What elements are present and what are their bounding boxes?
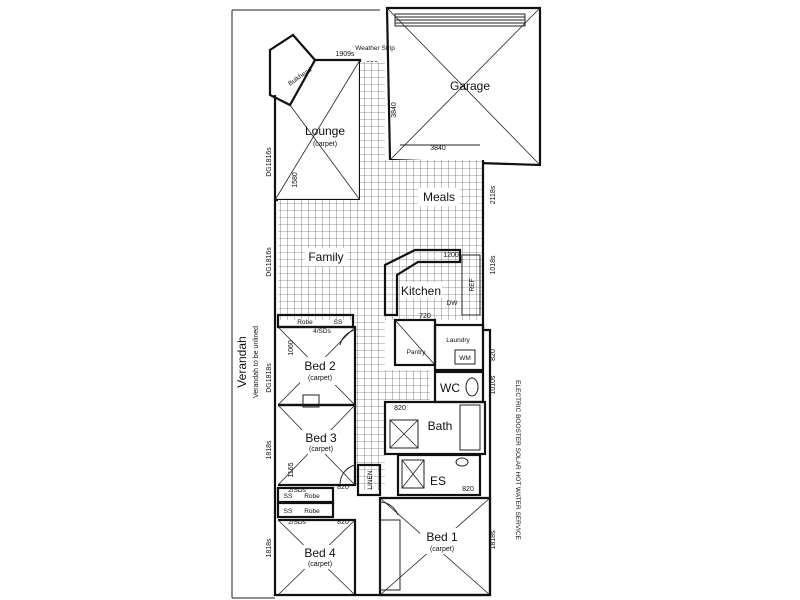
bed3-label: Bed 3 <box>305 431 337 445</box>
lounge-floor: (carpet) <box>313 141 337 148</box>
bed1-label: Bed 1 <box>426 530 458 544</box>
svg-text:SS: SS <box>284 508 293 515</box>
linen-cupboard: LINEN <box>356 463 382 497</box>
meals-label-bg <box>418 188 460 206</box>
solar-hws-note: ELECTRIC BOOSTER SOLAR HOT WATER SERVICE <box>514 380 521 540</box>
bed-1: Bed 1 (carpet) <box>378 496 492 597</box>
dim-720: 720 <box>419 313 431 320</box>
kitchen: Kitchen 1200 REF DW <box>383 248 481 317</box>
dg1816-a: DG1816s <box>266 147 273 177</box>
bed-2: Bed 2 (carpet) 1060 <box>277 325 357 407</box>
dg1818: DG1818s <box>266 363 273 393</box>
dishwasher-label: DW <box>447 300 459 307</box>
weather-strip: Weather Strip <box>355 45 395 52</box>
es-label: ES <box>430 474 446 488</box>
dim-820-east: 820 <box>490 349 497 361</box>
dim-1818-east: 1818s <box>490 530 497 550</box>
svg-text:Robe: Robe <box>297 319 313 326</box>
dim-1018: 1018s <box>490 255 497 275</box>
dg1816-b: DG1816s <box>266 247 273 277</box>
dim-820-bed3: 820 <box>337 484 349 491</box>
bed4-floor: (carpet) <box>308 561 332 568</box>
robe-bed4: SS Robe 2/SDs <box>276 501 335 526</box>
laundry-label: Laundry <box>446 337 470 344</box>
bath: Bath 820 <box>383 400 487 456</box>
svg-text:WM: WM <box>459 355 471 362</box>
pantry-label: Pantry <box>407 349 427 356</box>
dim-1200: 1200 <box>443 252 459 259</box>
pantry: Pantry 720 <box>393 313 437 367</box>
meals-label: Meals <box>423 190 455 204</box>
robe-bed3: 2/SDs SS Robe <box>276 486 335 504</box>
svg-text:SS: SS <box>284 493 293 500</box>
garage-label: Garage <box>450 79 490 93</box>
sd2-label-a: 2/SDs <box>288 487 306 494</box>
bed-4: Bed 4 (carpet) 820 <box>277 518 357 596</box>
dim-820-bath: 820 <box>394 405 406 412</box>
dim-820-es: 820 <box>462 486 474 493</box>
laundry: Laundry WM <box>433 323 485 372</box>
wc: WC <box>433 370 485 404</box>
svg-text:Robe: Robe <box>304 508 320 515</box>
dim-1818-bed4: 1818s <box>266 538 273 558</box>
fridge-label: REF <box>469 278 476 291</box>
dim-2118: 2118s <box>490 185 497 204</box>
sd2-label-b: 2/SDs <box>288 519 306 526</box>
svg-text:LINEN: LINEN <box>367 470 374 489</box>
bed2-floor: (carpet) <box>308 375 332 382</box>
verandah-label: Verandah <box>235 336 249 387</box>
dim-1165: 1165 <box>288 462 295 477</box>
dim-820-bed4: 820 <box>337 519 349 526</box>
dim-1818-west: 1818s <box>266 440 273 460</box>
bed1-floor: (carpet) <box>430 546 454 553</box>
family-label: Family <box>308 250 343 264</box>
bed2-label: Bed 2 <box>304 359 336 373</box>
garage-width: 3840 <box>430 145 446 152</box>
dim-1909: 1909s <box>335 51 355 58</box>
bath-label: Bath <box>428 419 453 433</box>
kitchen-label: Kitchen <box>401 284 441 298</box>
west-wall <box>273 200 380 597</box>
verandah-note: Verandah to be unlined <box>253 326 260 398</box>
dim-1010: 1010s <box>490 375 497 395</box>
svg-text:Robe: Robe <box>304 493 320 500</box>
bed-3: Bed 3 (carpet) 1165 820 <box>277 394 357 491</box>
family-label-bg <box>305 248 347 266</box>
wc-label: WC <box>440 381 460 395</box>
lounge-label: Lounge <box>305 124 345 138</box>
dim-1580: 1580 <box>292 172 299 188</box>
dim-1060: 1060 <box>288 340 295 356</box>
bed3-floor: (carpet) <box>309 446 333 453</box>
svg-text:SS: SS <box>334 319 343 326</box>
sd4-label: 4/SDs <box>313 328 331 335</box>
bed4-label: Bed 4 <box>304 546 336 560</box>
garage: Garage 3840 3840 <box>385 6 542 167</box>
verandah-outline <box>231 9 380 599</box>
ensuite: ES 820 <box>396 453 482 497</box>
garage-depth: 3840 <box>391 102 398 118</box>
